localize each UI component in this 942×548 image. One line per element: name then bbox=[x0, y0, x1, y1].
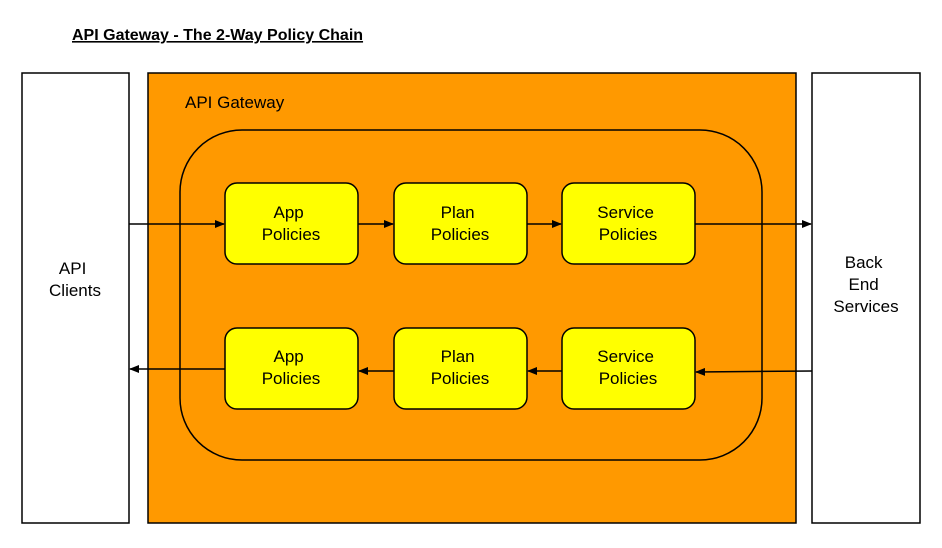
request-app-policies-label: App Policies bbox=[262, 203, 321, 244]
api-clients-label: API Clients bbox=[49, 259, 101, 300]
api-clients-box bbox=[21, 72, 130, 524]
request-service-policies-box bbox=[561, 182, 696, 265]
policy-chain-container bbox=[179, 129, 763, 461]
backend-line-1: Back bbox=[845, 253, 883, 272]
api-clients-line-2: Clients bbox=[49, 281, 101, 300]
response-app-policies-label: App Policies bbox=[262, 347, 321, 388]
request-service-policies-label: Service Policies bbox=[597, 203, 658, 244]
response-service-policies-label: Service Policies bbox=[597, 347, 658, 388]
api-gateway-label: API Gateway bbox=[185, 93, 285, 112]
response-plan-policies-label: Plan Policies bbox=[431, 347, 490, 388]
backend-line-3: Services bbox=[833, 297, 898, 316]
response-service-policies-box bbox=[561, 327, 696, 410]
api-clients-line-1: API bbox=[59, 259, 86, 278]
request-plan-policies-box bbox=[393, 182, 528, 265]
backend-line-2: End bbox=[849, 275, 879, 294]
request-app-policies-box bbox=[224, 182, 359, 265]
backend-services-box bbox=[811, 72, 921, 524]
arrow-backend-to-service bbox=[695, 367, 813, 376]
request-plan-policies-label: Plan Policies bbox=[431, 203, 490, 244]
diagram-title: API Gateway - The 2-Way Policy Chain bbox=[72, 27, 363, 44]
backend-services-label: Back End Services bbox=[833, 253, 898, 316]
